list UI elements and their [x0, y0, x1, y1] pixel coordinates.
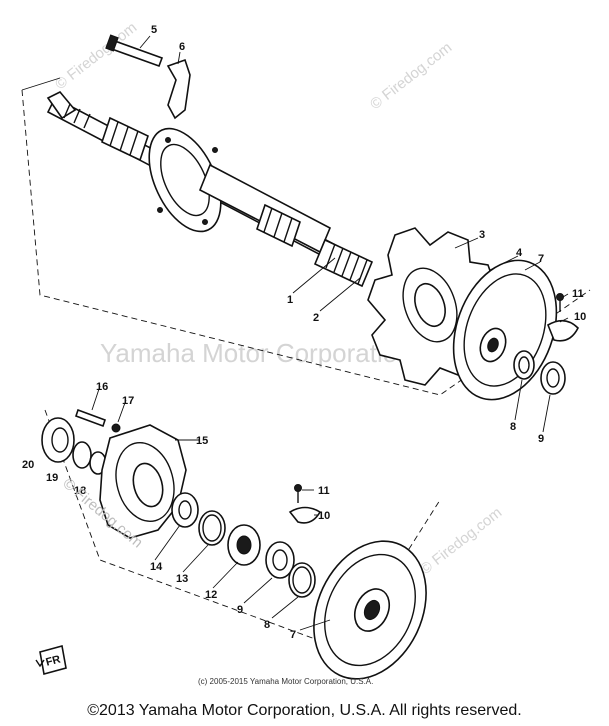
front-direction-marker [39, 644, 67, 676]
source-note: (c) 2005-2015 Yamaha Motor Corporation, … [198, 677, 373, 686]
screw-upper [556, 293, 564, 301]
callout-8-lower: 8 [264, 619, 270, 631]
callout-9-lower: 9 [237, 604, 243, 616]
callout-8-upper: 8 [510, 421, 516, 433]
washer-17 [111, 423, 121, 433]
callout-13: 13 [176, 573, 188, 585]
end-cap [41, 417, 75, 463]
callout-9-upper: 9 [538, 433, 544, 445]
callout-2: 2 [313, 312, 319, 324]
callout-1: 1 [287, 294, 293, 306]
callout-4: 4 [516, 247, 523, 259]
lower-assembly [35, 408, 427, 680]
callout-7-upper: 7 [538, 253, 544, 265]
callout-16: 16 [96, 381, 108, 393]
callout-5: 5 [151, 24, 157, 36]
callout-7-lower: 7 [290, 629, 296, 641]
copyright-line: ©2013 Yamaha Motor Corporation, U.S.A. A… [87, 702, 522, 719]
bolt-upper [107, 38, 164, 68]
callout-3: 3 [479, 229, 485, 241]
bearing-race-upper [540, 361, 566, 395]
bearing-race-lower [265, 541, 295, 579]
callout-19: 19 [46, 472, 58, 484]
callout-15: 15 [196, 435, 208, 447]
callout-17: 17 [122, 395, 134, 407]
callout-18: 18 [74, 485, 86, 497]
bearing-upper [513, 350, 535, 380]
fr-label: FR [45, 653, 62, 668]
callout-10-lower: 10 [318, 510, 330, 522]
leader-lines [91, 35, 569, 631]
callout-12: 12 [205, 589, 217, 601]
washer-14 [171, 492, 199, 528]
callout-20: 20 [22, 459, 34, 471]
watermark-firedog-top-left: © Firedog.com [52, 19, 140, 93]
bolt-lower [74, 408, 107, 428]
screw-lower [294, 484, 302, 492]
clip-upper [547, 319, 579, 342]
watermark-firedog-top-right: © Firedog.com [367, 39, 455, 113]
callout-14: 14 [150, 561, 163, 573]
assembly-frame-lines [21, 77, 591, 651]
callout-11-upper: 11 [572, 288, 584, 300]
clip-lower [288, 506, 322, 524]
callout-6: 6 [179, 41, 185, 53]
callout-10-upper: 10 [574, 311, 586, 323]
lock-plate [166, 58, 191, 120]
callout-11-lower: 11 [318, 485, 330, 497]
callout-labels: 5 6 1 2 3 4 7 11 10 8 9 15 16 17 18 19 2… [22, 24, 586, 669]
upper-assembly [46, 34, 579, 401]
